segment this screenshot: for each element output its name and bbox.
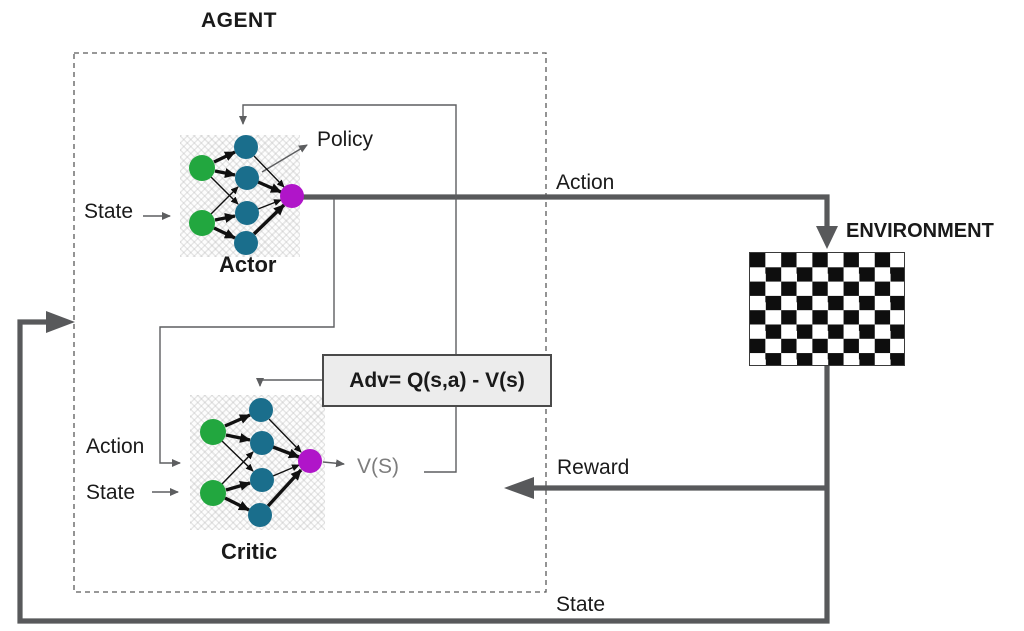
actor-label: Actor bbox=[219, 252, 277, 277]
agent-title: AGENT bbox=[201, 9, 277, 32]
critic-network bbox=[200, 398, 322, 527]
advantage-to-critic-line bbox=[256, 378, 322, 387]
actor-input-node bbox=[189, 155, 215, 181]
action-flow-arrow bbox=[292, 194, 838, 249]
actor-hidden-node bbox=[234, 135, 258, 159]
critic-hidden-node bbox=[250, 468, 274, 492]
policy-output-arrow bbox=[261, 144, 308, 173]
critic-network-edges bbox=[221, 413, 303, 512]
value-output-label: V(S) bbox=[357, 455, 399, 478]
advantage-formula-text: Adv= Q(s,a) - V(s) bbox=[349, 368, 525, 392]
value-output-arrow bbox=[322, 459, 345, 468]
actor-input-node bbox=[189, 210, 215, 236]
critic-hidden-node bbox=[249, 398, 273, 422]
agent-dashed-border bbox=[73, 52, 547, 593]
advantage-formula-box: Adv= Q(s,a) - V(s) bbox=[322, 354, 552, 407]
actor-hidden-node bbox=[235, 166, 259, 190]
policy-label: Policy bbox=[317, 128, 374, 151]
critic-hidden-node bbox=[250, 431, 274, 455]
actor-output-node bbox=[280, 184, 304, 208]
state-flow-label: State bbox=[556, 593, 606, 616]
reward-flow-label: Reward bbox=[557, 456, 630, 479]
action-to-critic-line bbox=[159, 199, 335, 467]
critic-input-node bbox=[200, 419, 226, 445]
critic-label: Critic bbox=[221, 539, 278, 564]
actor-network bbox=[189, 135, 304, 255]
actor-network-edges bbox=[210, 150, 286, 240]
environment-checkerboard bbox=[749, 252, 905, 366]
critic-state-input-label: State bbox=[86, 481, 136, 504]
advantage-to-actor-line bbox=[239, 104, 457, 473]
environment-title: ENVIRONMENT bbox=[846, 220, 994, 242]
critic-input-node bbox=[200, 480, 226, 506]
critic-hidden-node bbox=[248, 503, 272, 527]
actor-hidden-node bbox=[234, 231, 258, 255]
state-flow-arrow bbox=[17, 311, 830, 624]
actor-state-input-label: State bbox=[84, 200, 134, 223]
action-flow-label: Action bbox=[556, 171, 615, 194]
critic-action-input-label: Action bbox=[86, 435, 145, 458]
reward-flow-arrow bbox=[504, 477, 827, 499]
critic-output-node bbox=[298, 449, 322, 473]
actor-hidden-node bbox=[235, 201, 259, 225]
